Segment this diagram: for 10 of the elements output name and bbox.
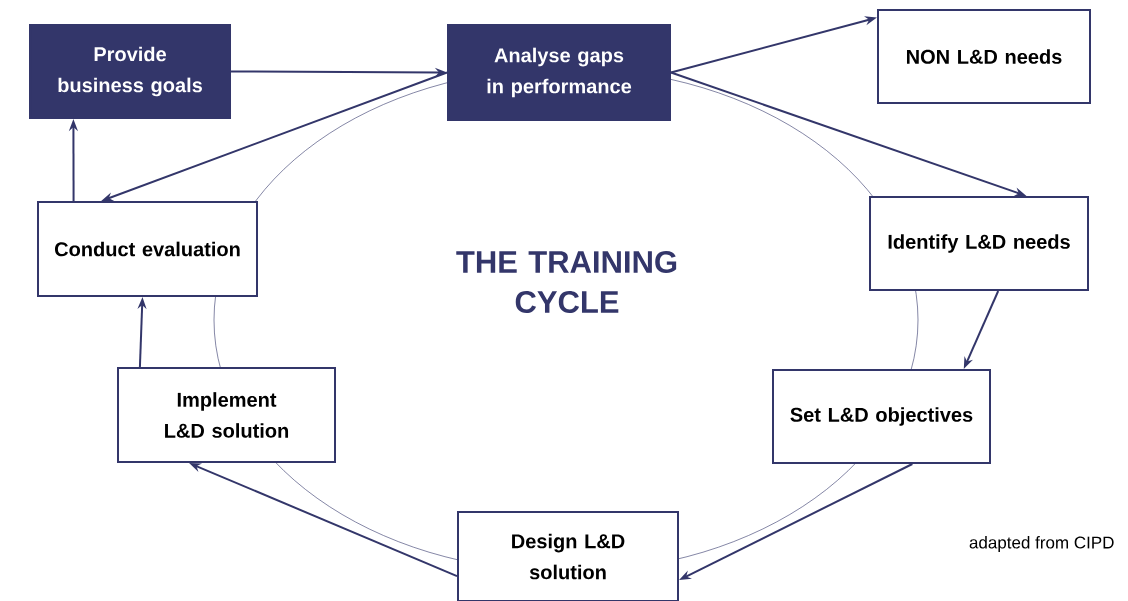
process-box: NON L&D needs bbox=[877, 9, 1091, 104]
process-box: Implement L&D solution bbox=[117, 367, 336, 463]
process-box: Set L&D objectives bbox=[772, 369, 991, 464]
diagram-title: THE TRAINING CYCLE bbox=[456, 251, 677, 313]
process-box: Analyse gaps in performance bbox=[447, 24, 671, 121]
source-note: adapted from CIPD bbox=[969, 536, 1114, 552]
process-box: Design L&D solution bbox=[457, 511, 679, 601]
process-box: Conduct evaluation bbox=[37, 201, 258, 297]
process-box: Identify L&D needs bbox=[869, 196, 1089, 291]
process-box: Provide business goals bbox=[29, 24, 231, 119]
